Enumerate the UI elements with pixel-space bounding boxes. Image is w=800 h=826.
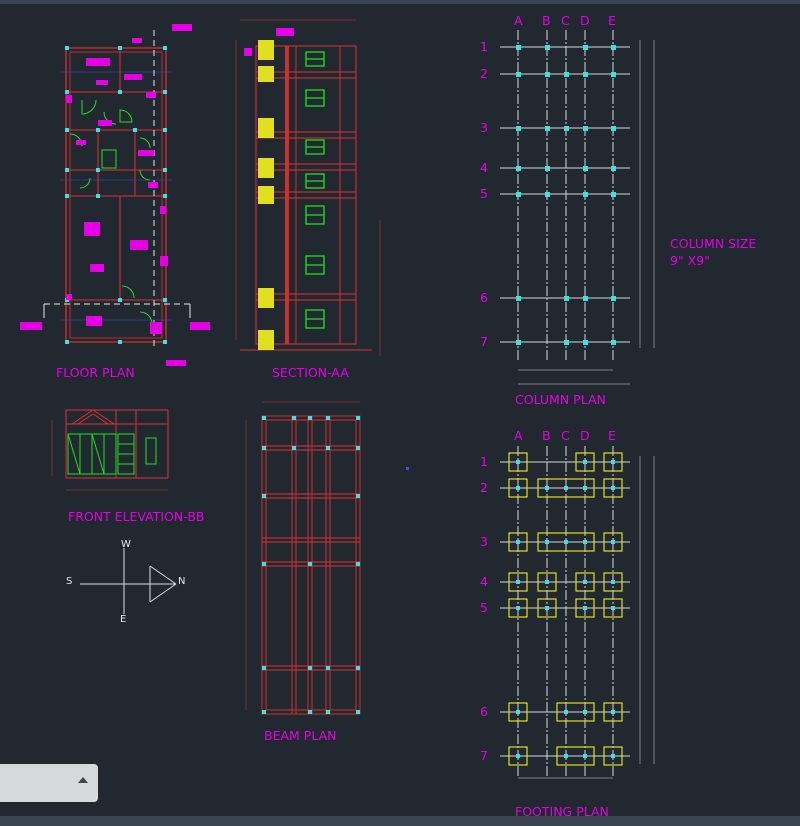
footing-plan-row-label: 6 xyxy=(480,704,488,719)
compass-south-label: S xyxy=(66,576,73,587)
column-plan-row-label: 4 xyxy=(480,160,488,175)
column-size-value: 9" X9" xyxy=(670,253,710,268)
footing-plan-dimensions xyxy=(518,456,655,779)
footing-plan-row-label: 2 xyxy=(480,480,488,495)
column-plan-columns xyxy=(516,45,616,345)
compass-east-label: E xyxy=(120,614,127,625)
column-plan-row-label: 6 xyxy=(480,290,488,305)
footing-plan-axis-label: C xyxy=(561,428,570,443)
footing-plan-axis-label: E xyxy=(608,428,616,443)
floor-plan-title: FLOOR PLAN xyxy=(56,365,135,380)
column-plan-row-label: 2 xyxy=(480,66,488,81)
compass-north-label: N xyxy=(178,576,186,587)
section-aa-title: SECTION-AA xyxy=(272,365,349,380)
collapsed-panel[interactable] xyxy=(0,764,98,802)
front-elevation-title: FRONT ELEVATION-BB xyxy=(68,509,205,524)
north-arrow xyxy=(80,548,177,614)
column-plan-row-label: 3 xyxy=(480,120,488,135)
column-plan-row-label: 5 xyxy=(480,186,488,201)
column-plan-row-label: 1 xyxy=(480,39,488,54)
column-size-label: COLUMN SIZE xyxy=(670,236,757,251)
beam-plan-title: BEAM PLAN xyxy=(264,728,337,743)
column-plan-axis-label: C xyxy=(561,13,570,28)
column-plan-axis-label: B xyxy=(542,13,551,28)
footing-plan-axis-label: B xyxy=(542,428,551,443)
footing-plan-grid xyxy=(500,446,630,776)
footing-plan-row-label: 5 xyxy=(480,600,488,615)
column-plan-dimensions xyxy=(518,40,655,385)
column-plan-axis-label: A xyxy=(514,13,523,28)
cursor-crosshair-dot xyxy=(406,467,409,470)
front-elevation-drawing xyxy=(51,409,169,491)
footing-plan-row-label: 7 xyxy=(480,748,488,763)
floor-plan-drawing xyxy=(20,24,210,366)
section-aa-drawing xyxy=(235,19,381,356)
compass-west-label: W xyxy=(121,539,131,550)
footing-columns xyxy=(516,460,615,758)
footing-plan-axis-label: D xyxy=(580,428,590,443)
column-plan-row-label: 7 xyxy=(480,334,488,349)
status-bar-edge xyxy=(0,816,800,826)
footing-plan-row-label: 4 xyxy=(480,574,488,589)
footing-plan-row-label: 1 xyxy=(480,454,488,469)
column-plan-axis-label: E xyxy=(608,13,616,28)
column-plan-title: COLUMN PLAN xyxy=(515,392,606,407)
beam-plan-columns xyxy=(262,416,360,714)
footing-plan-title: FOOTING PLAN xyxy=(515,804,609,819)
footing-plan-axis-label: A xyxy=(514,428,523,443)
top-toolbar-edge xyxy=(0,0,800,4)
footing-plan-row-label: 3 xyxy=(480,534,488,549)
expand-arrow-icon[interactable] xyxy=(78,777,88,783)
footing-pads xyxy=(508,452,623,766)
column-plan-axis-label: D xyxy=(580,13,590,28)
